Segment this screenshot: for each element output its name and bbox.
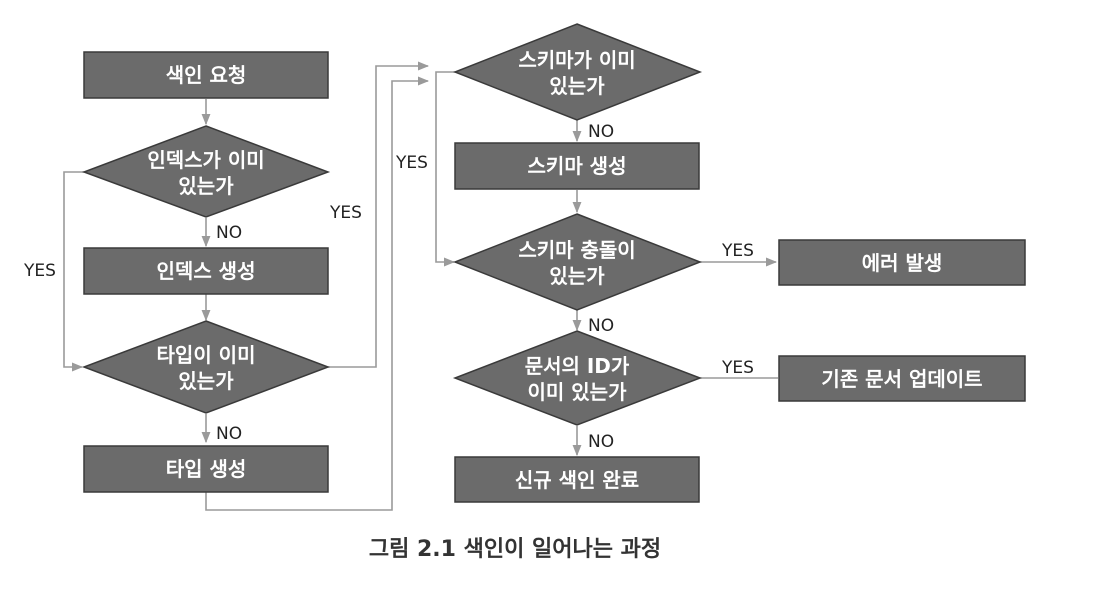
label-yes-schema: YES xyxy=(395,153,428,173)
label-no-conflict: NO xyxy=(588,316,614,336)
node-request: 색인 요청 xyxy=(83,51,329,99)
schema-exists-text-line2: 있는가 xyxy=(549,74,605,98)
node-complete: 신규 색인 완료 xyxy=(454,456,700,503)
arrow-schema-yes-to-conflict-check xyxy=(435,71,456,267)
doc-id-exists-text-line2: 이미 있는가 xyxy=(528,380,628,404)
error-text: 에러 발생 xyxy=(862,251,943,275)
complete-box xyxy=(454,456,700,503)
index-exists-text-line2: 있는가 xyxy=(178,174,234,198)
node-schema-exists: 스키마가 이미 있는가 xyxy=(452,23,703,121)
create-type-box xyxy=(83,445,329,493)
label-no-index: NO xyxy=(216,223,242,243)
create-schema-box xyxy=(454,142,700,190)
label-yes-conflict: YES xyxy=(721,241,754,261)
label-yes-index: YES xyxy=(23,261,56,281)
doc-id-exists-text-line1: 문서의 ID가 xyxy=(525,354,630,378)
doc-id-exists-diamond xyxy=(452,330,703,426)
schema-conflict-text-line2: 있는가 xyxy=(549,264,605,288)
index-exists-text-line1: 인덱스가 이미 xyxy=(147,148,264,172)
label-no-doc-id: NO xyxy=(588,432,614,452)
edge-labels: NO YES NO YES NO YES YES NO YES NO xyxy=(23,122,754,452)
figure-caption: 그림 2.1 색인이 일어나는 과정 xyxy=(369,537,661,562)
schema-exists-diamond xyxy=(452,23,703,121)
node-schema-conflict: 스키마 충돌이 있는가 xyxy=(452,213,703,311)
index-exists-diamond xyxy=(81,125,331,218)
update-doc-box xyxy=(778,355,1026,402)
type-exists-text-line1: 타입이 이미 xyxy=(157,343,256,367)
arrow-index-yes-to-type-check xyxy=(63,171,84,372)
create-type-text: 타입 생성 xyxy=(166,457,247,481)
create-index-text: 인덱스 생성 xyxy=(157,259,256,283)
schema-exists-text-line1: 스키마가 이미 xyxy=(518,48,635,72)
create-index-box xyxy=(83,247,329,295)
request-box xyxy=(83,51,329,99)
label-no-type: NO xyxy=(216,424,242,444)
label-no-schema: NO xyxy=(588,122,614,142)
type-exists-text-line2: 있는가 xyxy=(178,369,234,393)
node-create-schema: 스키마 생성 xyxy=(454,142,700,190)
node-doc-id-exists: 문서의 ID가 이미 있는가 xyxy=(452,330,703,426)
update-doc-text: 기존 문서 업데이트 xyxy=(821,367,982,391)
node-error: 에러 발생 xyxy=(778,239,1026,286)
create-schema-text: 스키마 생성 xyxy=(528,154,627,178)
error-box xyxy=(778,239,1026,286)
type-exists-diamond xyxy=(81,320,331,414)
label-yes-doc-id: YES xyxy=(721,358,754,378)
connectors xyxy=(63,61,778,511)
request-text: 색인 요청 xyxy=(166,63,247,87)
node-update-doc: 기존 문서 업데이트 xyxy=(778,355,1026,402)
node-create-type: 타입 생성 xyxy=(83,445,329,493)
schema-conflict-text-line1: 스키마 충돌이 xyxy=(518,238,635,262)
arrow-create-type-to-schema-check xyxy=(205,76,430,511)
schema-conflict-diamond xyxy=(452,213,703,311)
node-index-exists: 인덱스가 이미 있는가 xyxy=(81,125,331,218)
complete-text: 신규 색인 완료 xyxy=(515,468,639,492)
arrow-type-yes-to-schema-check xyxy=(328,61,430,368)
label-yes-type: YES xyxy=(329,203,362,223)
node-create-index: 인덱스 생성 xyxy=(83,247,329,295)
node-type-exists: 타입이 이미 있는가 xyxy=(81,320,331,414)
